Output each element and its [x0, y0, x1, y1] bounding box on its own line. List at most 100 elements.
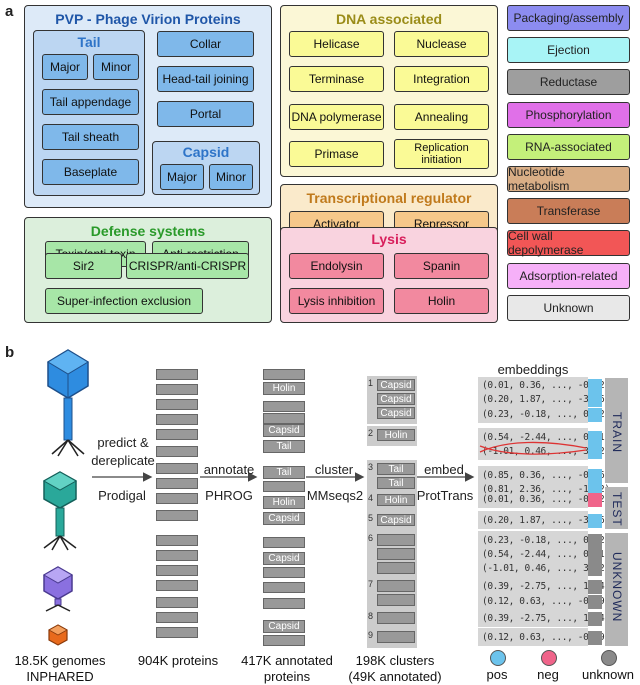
- unknown-bar: [605, 533, 628, 646]
- protein-bar: [156, 446, 198, 457]
- annotated-label: Holin: [263, 496, 305, 509]
- category-phosphorylation: Phosphorylation: [507, 101, 630, 128]
- embedding-group: [478, 490, 588, 508]
- test-bar: [605, 487, 628, 529]
- protein-bar: [156, 580, 198, 591]
- protein-bar: [156, 597, 198, 608]
- cluster-member: [377, 631, 415, 643]
- super-infection-exclusion: Super-infection exclusion: [45, 288, 203, 314]
- embedding-vector: (0.54, -2.44, ..., 0.91): [482, 432, 610, 443]
- phage-icon-tiny: [48, 624, 68, 646]
- phage-icon-medium: [42, 471, 78, 551]
- tail-sheath: Tail sheath: [42, 124, 139, 150]
- cluster-member: [377, 594, 415, 606]
- protein-bar: [156, 627, 198, 638]
- annotated-bar: [263, 567, 305, 578]
- annealing: Annealing: [394, 104, 489, 130]
- nuclease: Nuclease: [394, 31, 489, 57]
- test-label: TEST: [610, 492, 624, 527]
- annotated-bar: [263, 401, 305, 412]
- category-unknown: Unknown: [507, 294, 630, 321]
- cluster-member: [377, 562, 415, 574]
- annotated-label: Tail: [263, 466, 305, 479]
- step1-mid: dereplicate: [91, 453, 155, 468]
- category-reductase: Reductase: [507, 69, 630, 96]
- step1-tool: Prodigal: [98, 488, 146, 503]
- step4-tool: ProtTrans: [416, 488, 474, 503]
- embedding-vector: (0.23, -0.18, ..., 0.92): [482, 409, 610, 420]
- embedding-vector: (0.39, -2.75, ..., 1.74): [482, 581, 610, 592]
- tail-title: Tail: [77, 34, 101, 50]
- cluster-number: 9: [368, 630, 374, 640]
- legend-dot-neg: [541, 650, 557, 666]
- embedding-class-marker: [588, 595, 602, 609]
- protein-bar: [156, 535, 198, 546]
- cluster-number: 5: [368, 513, 374, 523]
- embedding-group: [478, 511, 588, 529]
- unknown-label: UNKNOWN: [610, 552, 624, 623]
- cluster-number: 6: [368, 533, 374, 543]
- cluster-member: Holin: [377, 494, 415, 506]
- lysis-title: Lysis: [371, 231, 407, 247]
- protein-bar: [156, 399, 198, 410]
- step3-top: cluster: [314, 462, 354, 477]
- step2-tool: PHROG: [205, 488, 253, 503]
- embedding-group: [478, 377, 588, 423]
- terminase: Terminase: [289, 66, 384, 92]
- cluster-number: 2: [368, 428, 374, 438]
- category-nucleotide-metabolism: Nucleotide metabolism: [507, 165, 630, 193]
- annotated-label: Holin: [263, 382, 305, 395]
- dna-polymerase: DNA polymerase: [289, 104, 384, 130]
- replication-initiation: Replication initiation: [394, 139, 489, 169]
- cluster-member: Capsid: [377, 407, 415, 419]
- embedding-class-marker: [588, 408, 602, 422]
- annotated-bar: [263, 635, 305, 646]
- protein-bar: [156, 463, 198, 474]
- cluster-member: [377, 548, 415, 560]
- annotated-bar: [263, 481, 305, 492]
- tail-major: Major: [42, 54, 88, 80]
- embedding-group: [478, 577, 588, 609]
- embedding-vector: (0.54, -2.44, ..., 0.91): [482, 549, 610, 560]
- panel-b-label: b: [5, 344, 15, 361]
- cluster-member: Tail: [377, 463, 415, 475]
- cluster-member: Capsid: [377, 393, 415, 405]
- proteins-count: 904K proteins: [137, 653, 219, 668]
- pvp-title: PVP - Phage Virion Proteins: [55, 11, 241, 27]
- defense-title: Defense systems: [90, 223, 206, 239]
- head-tail-joining: Head-tail joining: [157, 66, 254, 92]
- panel-a-label: a: [5, 3, 14, 20]
- protein-bar: [156, 510, 198, 521]
- annotated-sub: proteins: [263, 669, 311, 684]
- capsid-title: Capsid: [182, 144, 230, 160]
- protein-bar: [156, 612, 198, 623]
- protein-bar: [156, 429, 198, 440]
- portal: Portal: [157, 101, 254, 127]
- strike-through: [479, 441, 587, 455]
- category-rna-associated: RNA-associated: [507, 133, 630, 160]
- cluster-number: 4: [368, 493, 374, 503]
- genomes-source: INPHARED: [26, 669, 94, 684]
- embedding-class-marker: [588, 431, 602, 445]
- protein-bar: [156, 550, 198, 561]
- category-cell-wall-depolymerase: Cell wall depolymerase: [507, 229, 630, 257]
- embedding-class-marker: [588, 514, 602, 528]
- capsid-major: Major: [160, 164, 204, 190]
- primase: Primase: [289, 141, 384, 167]
- protein-bar: [156, 414, 198, 425]
- embedding-vector: (0.81, 2.36, ..., -1.12): [482, 484, 610, 495]
- embedding-class-marker: [588, 493, 602, 507]
- embedding-class-marker: [588, 612, 602, 626]
- embedding-vector: (0.01, 0.36, ..., -0.12): [482, 380, 610, 391]
- step1-top: predict &: [97, 435, 149, 450]
- cluster-member: [377, 612, 415, 624]
- cluster-number: 7: [368, 579, 374, 589]
- annotated-label: Capsid: [263, 552, 305, 565]
- spanin: Spanin: [394, 253, 489, 279]
- category-ejection: Ejection: [507, 37, 630, 64]
- embedding-class-marker: [588, 580, 602, 594]
- cluster-member: [377, 534, 415, 546]
- protein-bar: [156, 565, 198, 576]
- capsid-minor: Minor: [209, 164, 253, 190]
- embedding-group: [478, 531, 588, 577]
